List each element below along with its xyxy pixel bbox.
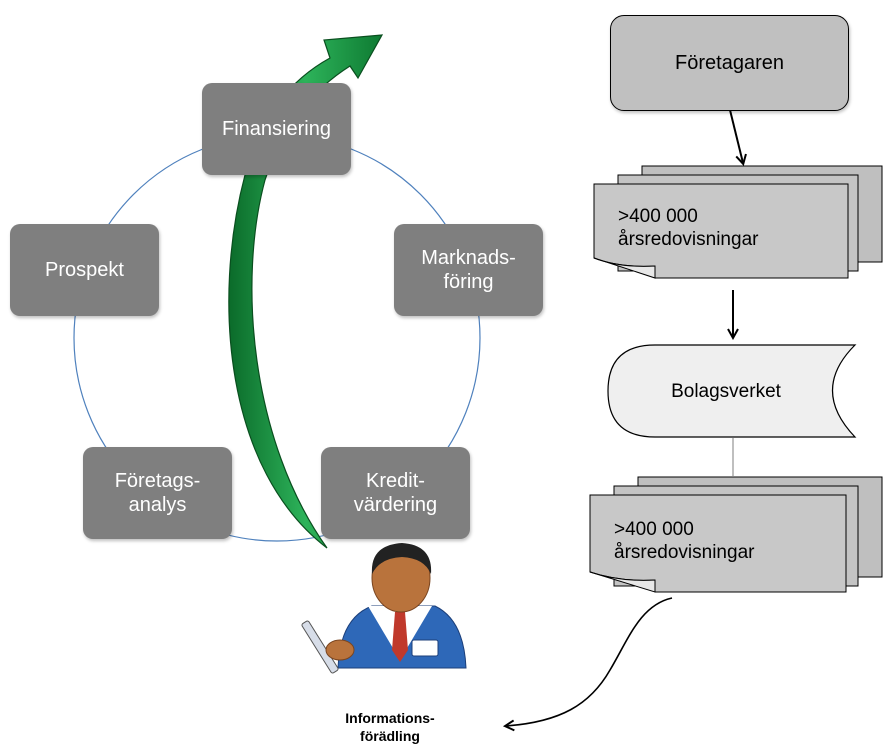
node-prospect: Prospekt bbox=[10, 224, 159, 316]
docs-bottom-count: >400 000 bbox=[614, 519, 694, 540]
node-marketing: Marknads- föring bbox=[394, 224, 543, 316]
registry-shape bbox=[607, 344, 857, 438]
caption-line-1: Informations- bbox=[345, 710, 435, 726]
node-financing: Finansiering bbox=[202, 83, 351, 175]
node-financing-label: Finansiering bbox=[222, 118, 331, 140]
docs-bottom-label: årsredovisningar bbox=[614, 542, 755, 563]
docs-top-text: >400 000 årsredovisningar bbox=[618, 205, 758, 251]
owner-label: Företagaren bbox=[675, 52, 784, 74]
docs-top-count: >400 000 bbox=[618, 206, 698, 227]
caption-line-2: förädling bbox=[360, 728, 420, 744]
caption: Informations- förädling bbox=[310, 709, 470, 745]
registry-label: Bolagsverket bbox=[671, 381, 781, 402]
person-icon bbox=[301, 543, 467, 674]
registry-text: Bolagsverket bbox=[656, 380, 796, 403]
docs-top-shape bbox=[593, 165, 883, 279]
docs-top-label: årsredovisningar bbox=[618, 229, 759, 250]
docs-bottom-text: >400 000 årsredovisningar bbox=[614, 518, 754, 564]
node-analysis: Företags- analys bbox=[83, 447, 232, 539]
owner-box: Företagaren bbox=[610, 15, 849, 111]
node-credit-label-1: Kredit- bbox=[366, 470, 425, 492]
node-marketing-label-2: föring bbox=[443, 271, 494, 293]
docs-bottom-shape bbox=[589, 476, 883, 593]
owner-to-docs-arrow bbox=[729, 109, 743, 163]
docs-to-caption-arrow bbox=[506, 597, 673, 726]
node-analysis-label-2: analys bbox=[128, 494, 187, 516]
node-credit-label-2: värdering bbox=[353, 494, 438, 516]
node-credit: Kredit- värdering bbox=[321, 447, 470, 539]
node-analysis-label-1: Företags- bbox=[114, 470, 201, 492]
node-prospect-label: Prospekt bbox=[45, 259, 124, 281]
node-marketing-label-1: Marknads- bbox=[421, 247, 516, 269]
